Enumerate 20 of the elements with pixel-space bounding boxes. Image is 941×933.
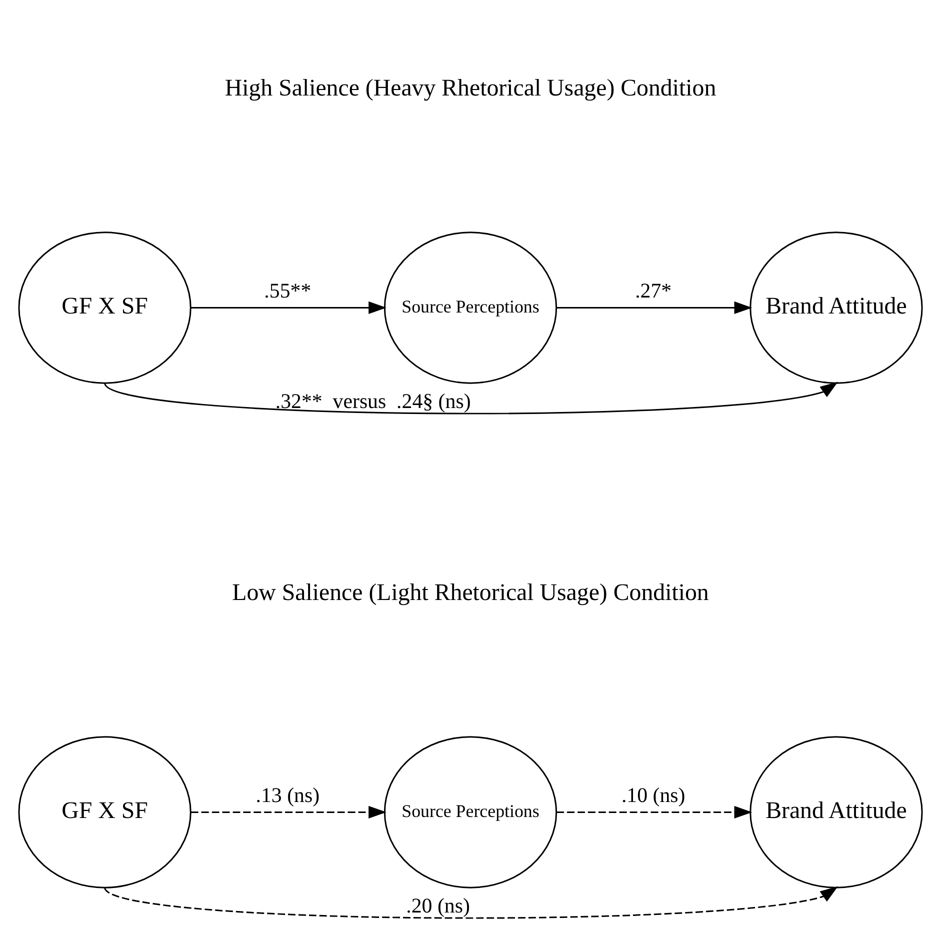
arrow <box>104 886 838 919</box>
node-ellipse: Source Perceptions <box>384 232 558 384</box>
edge-label: .20 (ns) <box>406 893 470 918</box>
edge-label: .10 (ns) <box>621 783 686 808</box>
edge-label: .27* <box>635 278 672 303</box>
arrow <box>191 301 386 314</box>
node-ellipse: Brand Attitude <box>750 736 923 888</box>
edge-label: .55** <box>264 278 312 303</box>
edge-label: .32** versus .24§ (ns) <box>275 388 471 413</box>
arrow <box>191 806 386 818</box>
arrow <box>104 382 838 414</box>
edge-label: .13 (ns) <box>256 783 320 808</box>
node-ellipse: GF X SF <box>18 736 192 888</box>
label: High Salience (Heavy Rhetorical Usage) Condition <box>224 75 716 102</box>
arrow <box>556 301 752 314</box>
node-ellipse: GF X SF <box>18 232 192 384</box>
arrow <box>556 806 752 818</box>
node-ellipse: Brand Attitude <box>750 232 923 384</box>
node-ellipse: Source Perceptions <box>384 736 558 888</box>
label: Low Salience (Light Rhetorical Usage) Condition <box>232 580 709 606</box>
